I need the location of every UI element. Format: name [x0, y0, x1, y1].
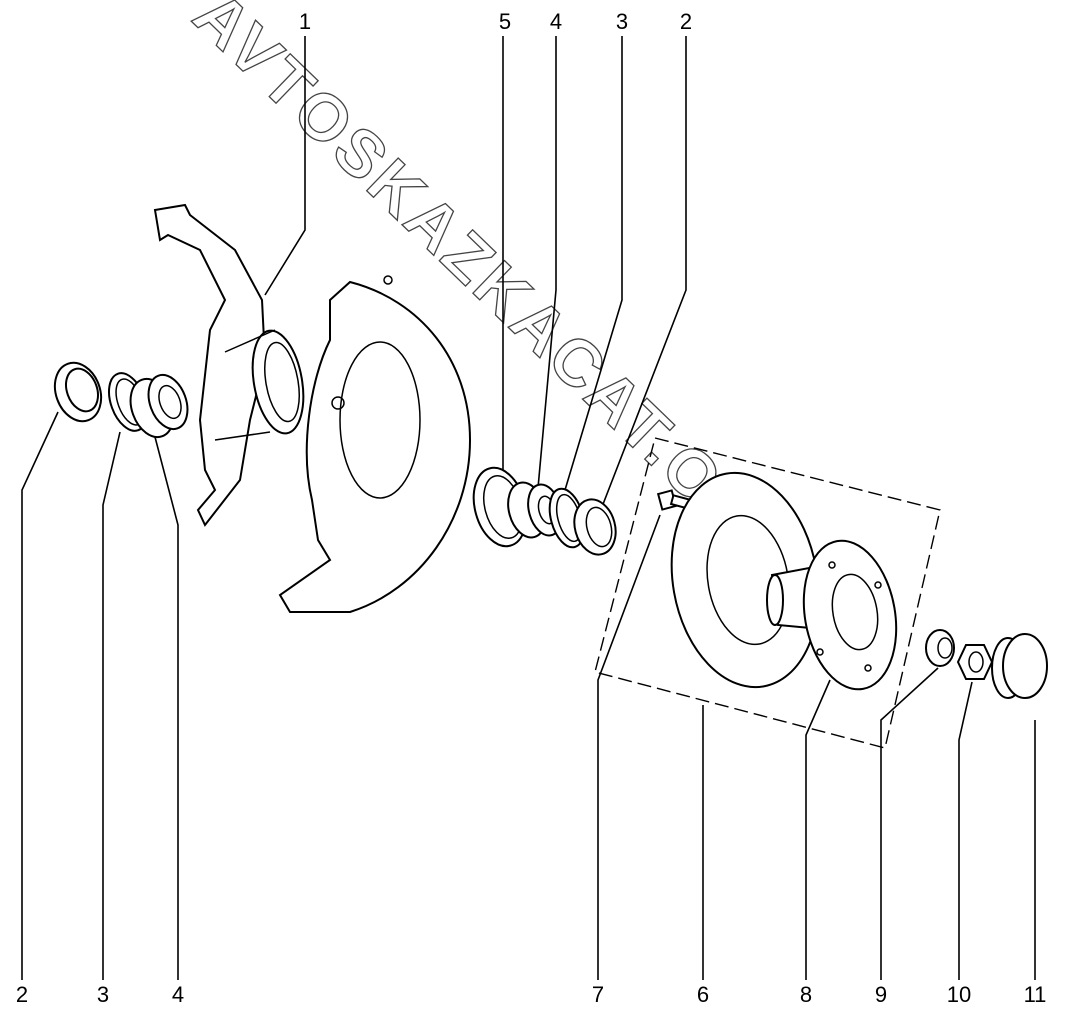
- wheel-bolt: [656, 489, 696, 511]
- callout-4-top: 4: [549, 9, 563, 34]
- seal-right-outer: [573, 498, 617, 556]
- brake-splash-shield: [278, 275, 472, 613]
- callout-1-top: 1: [298, 9, 312, 34]
- washer: [925, 629, 955, 667]
- callout-8-bottom: 8: [799, 982, 813, 1007]
- callout-11-bottom: 11: [1023, 982, 1047, 1007]
- callout-9-bottom: 9: [874, 982, 888, 1007]
- wheel-hub: [766, 539, 898, 691]
- callout-4-bottom: 4: [171, 982, 185, 1007]
- callout-6-bottom: 6: [696, 982, 710, 1007]
- seal-left: [53, 361, 103, 423]
- callout-2-bottom: 2: [15, 982, 29, 1007]
- callout-10-bottom: 10: [946, 982, 972, 1007]
- hub-nut: [956, 644, 994, 680]
- steering-knuckle: [153, 203, 305, 527]
- callout-2-top: 2: [679, 9, 693, 34]
- callout-5-top: 5: [498, 9, 512, 34]
- callout-3-bottom: 3: [96, 982, 110, 1007]
- brake-disc: [670, 471, 820, 689]
- bearing-left: [129, 373, 189, 439]
- leader-lines: [21, 36, 1036, 980]
- callout-7-bottom: 7: [591, 982, 605, 1007]
- hub-cap: [991, 633, 1048, 699]
- callout-3-top: 3: [615, 9, 629, 34]
